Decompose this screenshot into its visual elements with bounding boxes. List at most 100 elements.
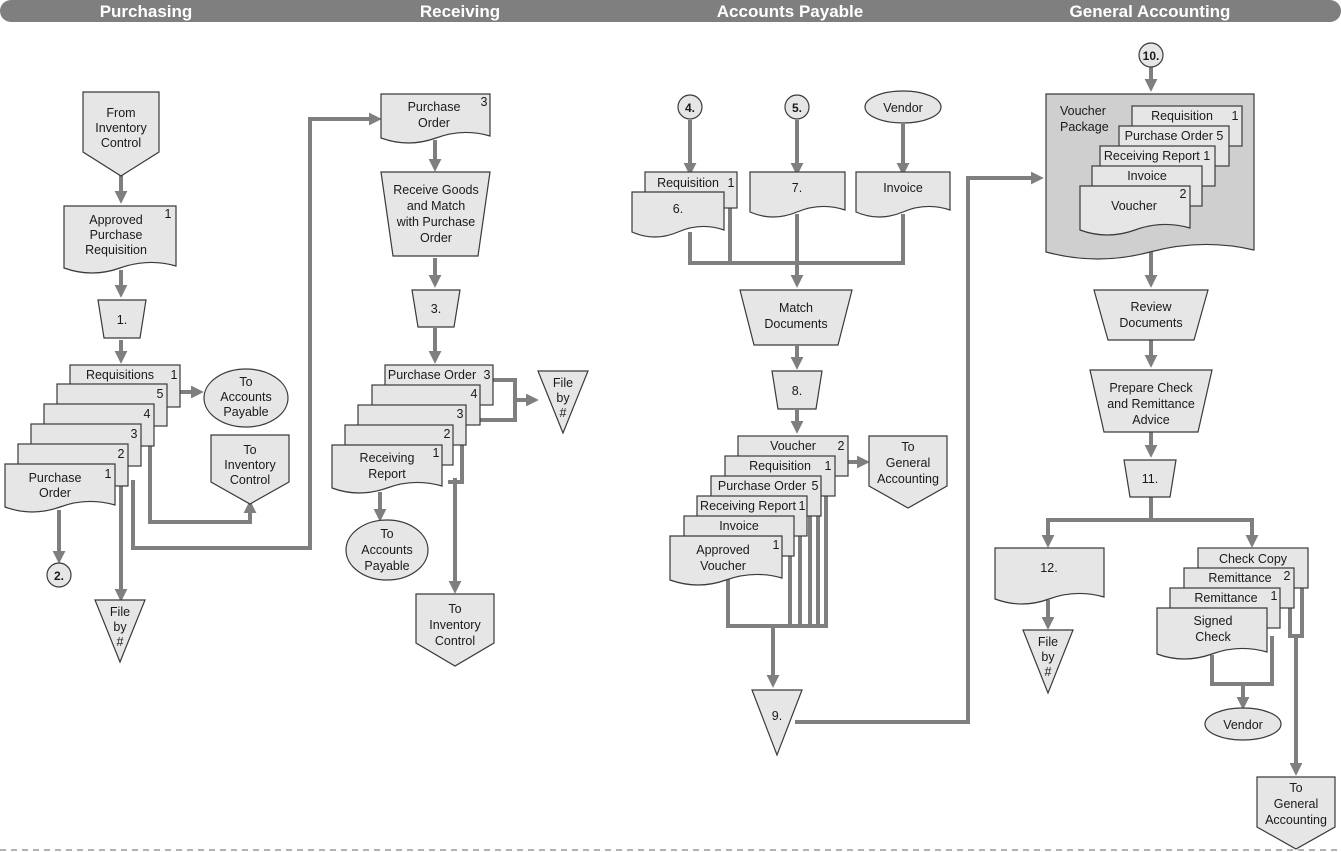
file-by-number-purchasing: File by # (94, 599, 146, 664)
rg-line1: Receive Goods (393, 183, 478, 197)
rtoap-line3: Payable (364, 559, 409, 573)
po-line2: Order (39, 486, 71, 500)
vs-rr-copy: 1 (799, 499, 806, 513)
ap-vendor-label: Vendor (883, 101, 923, 115)
rg-line2: and Match (407, 199, 465, 213)
manual-operation-11: 11. (1123, 459, 1177, 498)
po-copy-2: 2 (118, 447, 125, 461)
ga-vendor-label: Vendor (1223, 718, 1263, 732)
receiving-doc-stack: Purchase Order 3 4 3 2 Receiving Report … (331, 364, 494, 494)
rfile-line1: File (553, 376, 573, 390)
from-inventory-line3: Control (101, 136, 141, 150)
ap-invoice-doc: Invoice (855, 171, 951, 218)
from-inventory-line2: Inventory (95, 121, 147, 135)
vp-purchase-order: Purchase Order 5 (1125, 129, 1224, 143)
av-line1: Approved (696, 543, 750, 557)
po-copy-1: 1 (105, 467, 112, 481)
connector-4-label: 4. (685, 101, 695, 115)
doc-7-label: 7. (792, 181, 802, 195)
review-line1: Review (1131, 300, 1173, 314)
po-line1: Purchase (29, 471, 82, 485)
connector-2: 2. (46, 562, 72, 588)
step-11-label: 11. (1142, 472, 1158, 486)
connector-5: 5. (784, 94, 810, 120)
vs-voucher: Voucher (770, 439, 816, 453)
po-copy-4: 4 (144, 407, 151, 421)
voucher-package: Voucher Package Requisition 1 Purchase O… (1045, 93, 1255, 260)
doc-7: 7. (749, 171, 846, 218)
vs-invoice: Invoice (719, 519, 759, 533)
po-copy-5: 5 (157, 387, 164, 401)
manual-operation-1: 1. (97, 299, 147, 339)
manual-match-documents: Match Documents (739, 289, 853, 346)
rr-line2: Report (368, 467, 406, 481)
rfile-line3: # (560, 406, 567, 420)
ap-toga-line1: To (901, 440, 914, 454)
vs-po-copy: 5 (812, 479, 819, 493)
av-copy: 1 (773, 538, 780, 552)
doc-12-label: 12. (1040, 561, 1057, 575)
check-doc-stack: Check Copy Remittance 2 Remittance 1 Sig… (1156, 547, 1309, 660)
file-line1: File (110, 605, 130, 619)
accounts-payable-lane: 4. 5. Vendor Requisition 1 6. 7. Invoice… (631, 90, 951, 757)
vp-invoice: Invoice (1127, 169, 1167, 183)
review-line2: Documents (1119, 316, 1182, 330)
terminal-vendor-ga: Vendor (1204, 707, 1282, 741)
approved-purchase-requisition-doc: Approved Purchase Requisition 1 (63, 205, 177, 274)
vs-purchase-order: Purchase Order (718, 479, 806, 493)
terminal-vendor-ap: Vendor (864, 90, 942, 124)
offpage-from-inventory-control: From Inventory Control (82, 91, 160, 177)
ap-req-label: Requisition (657, 176, 719, 190)
rfile-line2: by (556, 391, 570, 405)
vp-receiving-report: Receiving Report 1 (1104, 149, 1210, 163)
manual-review-documents: Review Documents (1093, 289, 1209, 341)
file-9-label: 9. (772, 709, 782, 723)
vp-line1: Voucher (1060, 104, 1106, 118)
rtoap-line2: Accounts (361, 543, 412, 557)
terminal-to-accounts-payable: To Accounts Payable (203, 368, 289, 428)
manual-operation-3: 3. (411, 289, 461, 328)
vp-voucher: Voucher (1111, 199, 1157, 213)
gfile-line1: File (1038, 635, 1058, 649)
to-inv-line1: To (243, 443, 256, 457)
to-ap-line2: Accounts (220, 390, 271, 404)
ap-requisition-doc: Requisition 1 6. (631, 171, 738, 238)
flow-lines (52, 66, 1304, 776)
vp-line2: Package (1060, 120, 1109, 134)
header-accounts-payable: Accounts Payable (717, 2, 863, 21)
to-ap-line1: To (239, 375, 252, 389)
rpo-line2: Order (418, 116, 450, 130)
to-inv-line2: Inventory (224, 458, 276, 472)
rpo-line1: Purchase (408, 100, 461, 114)
ap-toga-line3: Accounting (877, 472, 939, 486)
file-by-number-receiving: File by # (537, 370, 589, 435)
vs-req-copy: 1 (825, 459, 832, 473)
rpo-copy: 3 (481, 95, 488, 109)
prepare-line3: Advice (1132, 413, 1170, 427)
match-line1: Match (779, 301, 813, 315)
to-ap-line3: Payable (223, 405, 268, 419)
rtoap-line1: To (380, 527, 393, 541)
match-line2: Documents (764, 317, 827, 331)
ga-toga-line3: Accounting (1265, 813, 1327, 827)
remittance1-copy: 1 (1271, 589, 1278, 603)
gfile-line2: by (1041, 650, 1055, 664)
prepare-line1: Prepare Check (1109, 381, 1193, 395)
file-line3: # (117, 635, 124, 649)
file-line2: by (113, 620, 127, 634)
voucher-doc-stack: Voucher 2 Requisition 1 Purchase Order 5… (669, 435, 849, 586)
purchasing-lane: From Inventory Control Approved Purchase… (4, 91, 290, 664)
ap-toga-line2: General (886, 456, 930, 470)
rs-copy-4: 4 (471, 387, 478, 401)
swimlane-header-bar: Purchasing Receiving Accounts Payable Ge… (0, 0, 1341, 22)
connector-2-label: 2. (54, 569, 64, 583)
offpage-to-general-accounting-ap: To General Accounting (868, 435, 948, 509)
rtoinv-line2: Inventory (429, 618, 481, 632)
apr-copy-number: 1 (165, 207, 172, 221)
req-copy-1: 1 (171, 368, 178, 382)
po-copy-3: 3 (131, 427, 138, 441)
connector-5-label: 5. (792, 101, 802, 115)
vs-receiving-report: Receiving Report (700, 499, 796, 513)
